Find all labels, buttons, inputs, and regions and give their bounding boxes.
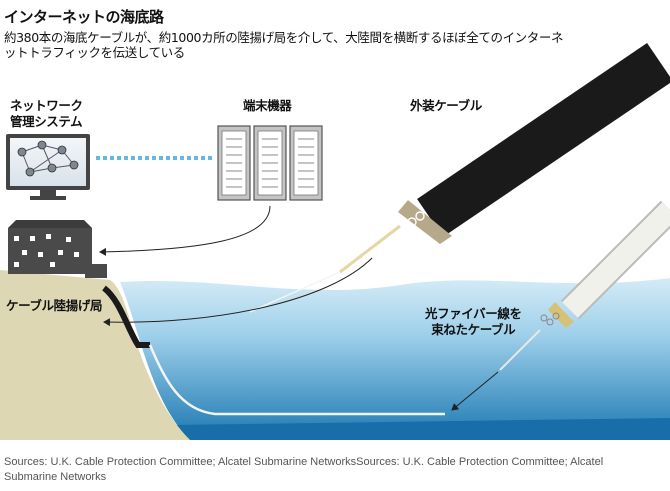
fiber-cable-icon bbox=[499, 200, 670, 371]
network-management-label-line1: ネットワーク bbox=[10, 98, 83, 113]
sources-note: Sources: U.K. Cable Protection Committee… bbox=[4, 456, 604, 483]
monitor-icon bbox=[6, 134, 90, 200]
sea bbox=[120, 278, 670, 440]
diagram-title: インターネットの海底路 bbox=[4, 8, 164, 26]
seafloor-cable bbox=[148, 344, 445, 416]
footer-background bbox=[0, 440, 670, 491]
land bbox=[0, 265, 190, 440]
fiber-to-seafloor-arrow bbox=[451, 371, 499, 411]
fiber-bundle-label-line2: 束ねたケーブル bbox=[431, 322, 516, 337]
network-management-label: ネットワーク 管理システム bbox=[10, 98, 83, 130]
network-management-label-line2: 管理システム bbox=[10, 114, 83, 129]
server-racks-icon bbox=[217, 125, 323, 201]
diagram-subtitle: 約380本の海底ケーブルが、約1000カ所の陸揚げ局を介して、大陸間を横断するほ… bbox=[4, 30, 564, 60]
cable-to-station-arrow bbox=[103, 257, 373, 327]
landing-station-building bbox=[8, 220, 107, 278]
terminal-to-station-arrow bbox=[99, 205, 271, 256]
sea-floor-band bbox=[175, 418, 670, 440]
armored-cable-icon bbox=[249, 42, 670, 313]
terminal-equipment-label: 端末機器 bbox=[243, 98, 292, 113]
buried-cable bbox=[102, 285, 150, 348]
landing-station-label: ケーブル陸揚げ局 bbox=[6, 298, 103, 313]
fiber-bundle-label: 光ファイバー線を 束ねたケーブル bbox=[425, 306, 522, 338]
armored-cable-label: 外装ケーブル bbox=[410, 98, 482, 113]
fiber-bundle-label-line1: 光ファイバー線を bbox=[425, 306, 522, 321]
